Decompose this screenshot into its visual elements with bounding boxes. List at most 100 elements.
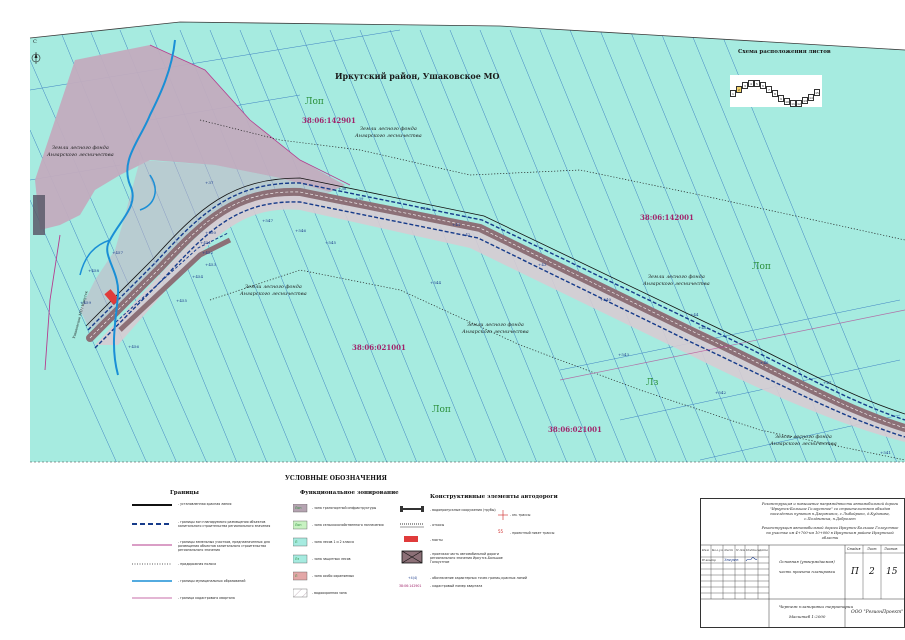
legend-col2-item: - зона особо охраняемых [312, 574, 355, 578]
river [106, 39, 176, 376]
scale-text: Масштаб 1:2000 [789, 614, 826, 619]
picket-label: +42 [462, 232, 471, 237]
forest-label-d2: Ангарского лесничества [462, 329, 529, 335]
legend-col2-code: Лоп [295, 523, 302, 527]
index-sheet-cell: 3 [742, 82, 748, 90]
sheets-header: Листов [884, 547, 898, 551]
picket-label: +44 [690, 312, 699, 317]
organization: ООО "РегионПроект" [851, 610, 904, 615]
hdr-ndoc: N док [736, 548, 746, 552]
parcel-code-2: 38:06:142001 [640, 213, 694, 222]
author-role: Н.контр [702, 558, 716, 562]
legend-col2-item: - зона сельскохозяйственного назначения [312, 523, 384, 527]
legend-col2-title: Функциональное зонирование [300, 490, 399, 496]
index-sheet-cell: 13 [802, 97, 808, 105]
picket-label: +38 [338, 186, 347, 191]
hdr-sign: Подпись [746, 548, 760, 552]
municipal-boundary [44, 234, 61, 371]
picket-label: +46 [760, 360, 769, 365]
legend-col3-code: 38:06:142901 [399, 584, 422, 588]
picket-label: +40 [420, 206, 429, 211]
legend-col2-code: Лз [295, 557, 300, 561]
sheets-value: 15 [886, 567, 898, 577]
legend-col3-code: +4(4) [408, 576, 418, 580]
km-mark-icon [498, 510, 508, 520]
index-sheet-cell: 5 [754, 80, 760, 88]
forest-label-a: Земли лесного фонда Ангарского лесничест… [355, 126, 422, 140]
picket-label: +43 [538, 262, 547, 267]
forest-label-line2: Ангарского лесничества [355, 133, 422, 139]
legend-col3-aux: - проектный пикет трассы [510, 531, 555, 535]
legend-col2-item: - водоохранная зона [312, 591, 347, 595]
forest-label-line1: Земли лесного фонда [359, 126, 417, 132]
forest-label-c: Земли лесного фонда Ангарского лесничест… [240, 284, 307, 298]
forest-label-c2: Ангарского лесничества [240, 291, 307, 297]
hdr-izm: Изм [702, 548, 709, 552]
legend-col2-item: - зона защитных лесов [312, 557, 351, 561]
parcel-code-3: 38:06:021001 [352, 343, 406, 352]
legend-col1-item: - граница кадастрового квартала [178, 596, 235, 600]
legend-col3-symbols [400, 506, 424, 564]
index-map-title: Схема расположения листов [738, 49, 831, 55]
legend-col3-title: Конструктивные элементы автодороги [430, 494, 558, 500]
picket-label: +451 [200, 240, 211, 245]
legend-col3-item: - водопропускные сооружения (трубы) [430, 508, 496, 512]
picket-label: +456 [128, 344, 139, 349]
drawing-title: Чертеж планировки территории [779, 604, 854, 609]
legend-title: УСЛОВНЫЕ ОБОЗНАЧЕНИЯ [285, 475, 387, 482]
index-sheet-cell: 9 [778, 94, 784, 102]
index-sheet-cell: 15 [814, 89, 820, 97]
forest-label-b: Земли лесного фонда Ангарского лесничест… [47, 145, 114, 159]
legend-col3-item: - обозначение характерных точек границ к… [430, 576, 527, 580]
forest-label-e: Земли лесного фонда Ангарского лесничест… [643, 274, 710, 288]
picket-label: +457 [112, 250, 123, 255]
forest-label-f1: Земли лесного фонда [774, 434, 832, 440]
forest-label-f2: Ангарского лесничества [770, 441, 837, 447]
index-sheet-cell: 10 [784, 98, 790, 106]
forest-label-e1: Земли лесного фонда [647, 274, 705, 280]
zone-code-1: Лоп [305, 97, 324, 107]
picket-label: +547 [262, 218, 273, 223]
hdr-date: Дата [759, 548, 768, 552]
side-road [118, 237, 232, 332]
parcel-boundary [149, 44, 351, 186]
legend-col2-code: Л [295, 540, 298, 544]
picket-label: +455 [176, 298, 187, 303]
forest-label-d1: Земли лесного фонда [466, 322, 524, 328]
picket-label: +459 [80, 300, 91, 305]
legend-col3-item: - мосты [430, 538, 443, 542]
forest-label-d: Земли лесного фонда Ангарского лесничест… [462, 322, 529, 336]
picket-label: +458 [88, 268, 99, 273]
signature-icon [745, 557, 758, 562]
north-sign: С [33, 39, 37, 45]
sheet-value: 2 [869, 567, 875, 577]
project-name: Реконструкция и повышение напряжённости … [761, 502, 899, 521]
index-sheet-cell: 2 [736, 85, 742, 93]
structure-block [33, 195, 45, 235]
picket-label: +452 [202, 250, 213, 255]
hdr-kol: Кол.уч [712, 548, 723, 552]
legend-col3-aux: - км. трассы [510, 513, 531, 517]
forest-label-e2: Ангарского лесничества [643, 281, 710, 287]
legend-col1-symbols [132, 504, 172, 599]
index-sheet-cell: 11 [790, 99, 796, 107]
picket-label: +37 [205, 180, 214, 185]
picket-label: +450 [205, 230, 216, 235]
legend-col3-item: - проезжая часть автомобильной дороги ре… [430, 552, 503, 564]
picket-label: +546 [295, 228, 306, 233]
picket-label: +543 [618, 352, 629, 357]
legend-col2-item: - зона транспортной инфраструктуры [312, 506, 377, 510]
picket-mark-icon: 55 [498, 529, 504, 534]
zone-code-3: Лоп [432, 405, 451, 415]
legend-col2-item: - зона лесов 1 и 2 класса [312, 540, 354, 544]
index-sheet-cell: 6 [760, 82, 766, 90]
picket-label: +41 [452, 222, 461, 227]
index-sheet-cell: 12 [796, 99, 802, 107]
forest-label-c1: Земли лесного фонда [244, 284, 302, 290]
title-block-grid [701, 544, 904, 627]
index-sheet-cell: 14 [808, 93, 814, 101]
section-label: Основная (утверждаемая) часть проекта пл… [778, 559, 836, 574]
